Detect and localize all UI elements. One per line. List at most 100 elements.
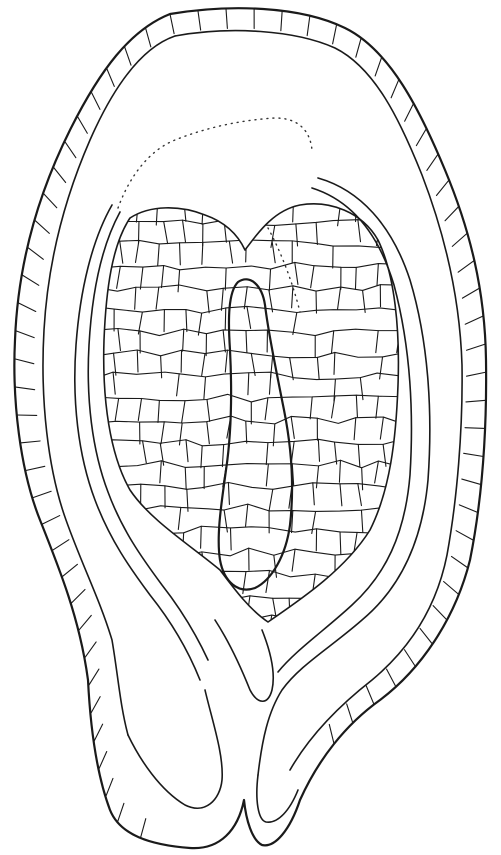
cell-wall — [113, 596, 114, 618]
cell-wall — [183, 220, 186, 242]
cell-wall — [182, 401, 185, 423]
cell-wall — [207, 399, 210, 421]
micropyle-lobe-right — [257, 775, 298, 822]
cell-wall — [115, 398, 118, 420]
cell-wall — [292, 549, 295, 571]
cell-wall — [313, 483, 315, 505]
cell-wall — [329, 724, 334, 743]
cell-wall — [22, 275, 39, 286]
cell-wall — [164, 222, 168, 244]
cell-wall — [89, 619, 93, 641]
cell-wall — [459, 505, 477, 513]
cell-wall — [401, 220, 405, 242]
cell-wall — [14, 359, 33, 364]
cell-wall — [178, 270, 180, 292]
cell-wall — [161, 266, 163, 288]
cell-wall — [355, 267, 356, 289]
cell-wall — [458, 260, 474, 272]
cell-wall — [140, 267, 143, 289]
cell-wall — [183, 556, 186, 578]
cell-wall — [186, 440, 188, 462]
cell-wall — [204, 377, 206, 399]
cell-wall — [93, 397, 94, 419]
cell-wall — [202, 552, 205, 574]
cell-wall — [20, 441, 40, 443]
cell-wall — [247, 620, 249, 642]
cell-wall — [185, 467, 186, 489]
cell-wall — [347, 704, 353, 723]
cell-wall — [77, 116, 87, 133]
cell-wall — [90, 330, 91, 352]
cell-wall — [170, 14, 174, 34]
cell-wall — [114, 467, 118, 489]
cell-wall — [356, 38, 361, 57]
cell-wall — [135, 287, 136, 309]
cell-wall — [136, 200, 138, 222]
cell-wall — [94, 307, 95, 329]
cell-wall — [312, 511, 316, 533]
cell-wall — [98, 486, 99, 508]
cell-wall — [316, 466, 318, 488]
cell-wall — [354, 418, 356, 440]
cell-wall — [224, 220, 226, 242]
cell-wall — [397, 466, 399, 488]
cell-wall — [117, 803, 123, 822]
cell-wall — [405, 650, 416, 667]
cell-wall — [416, 128, 426, 145]
cell-wall — [179, 423, 182, 445]
cell-wall — [451, 556, 467, 567]
cell-wall — [293, 313, 297, 335]
cell-wall — [467, 344, 486, 350]
cell-wall — [53, 167, 65, 183]
cell-wall — [198, 596, 202, 618]
cell-wall — [161, 356, 162, 378]
cell-wall — [387, 669, 396, 687]
cell-wall — [27, 247, 43, 259]
cell-wall — [462, 479, 481, 484]
cell-wall — [198, 10, 201, 30]
cell-row — [93, 615, 400, 621]
cell-wall — [93, 200, 95, 222]
cell-wall — [184, 199, 186, 221]
cell-wall — [358, 444, 360, 466]
cell-wall — [462, 288, 479, 298]
cell-wall — [377, 264, 378, 286]
cell-wall — [338, 287, 341, 309]
cell-wall — [124, 46, 131, 65]
cell-wall — [225, 268, 226, 290]
micropyle-lobe-left — [128, 690, 222, 808]
cell-wall — [339, 460, 340, 482]
cell-wall — [229, 241, 232, 263]
cell-wall — [420, 628, 432, 644]
cell-wall — [466, 400, 486, 402]
cell-wall — [269, 269, 270, 291]
cell-wall — [332, 331, 334, 353]
cell-wall — [362, 468, 363, 490]
cell-wall — [401, 285, 402, 307]
cell-wall — [456, 531, 474, 541]
cell-wall — [201, 526, 202, 548]
cell-wall — [156, 287, 159, 309]
cell-wall — [140, 621, 141, 643]
cell-wall — [35, 220, 50, 233]
cell-wall — [223, 330, 225, 352]
cell-wall — [358, 484, 362, 506]
cell-wall — [340, 532, 341, 554]
cell-wall — [402, 200, 403, 222]
cell-wall — [65, 141, 76, 158]
inner-integument-inner — [278, 188, 411, 672]
cell-wall — [207, 291, 209, 313]
cell-wall — [94, 724, 103, 742]
cell-wall — [334, 352, 335, 374]
cell-wall — [465, 428, 485, 429]
cell-wall — [225, 350, 227, 372]
cell-wall — [180, 243, 181, 265]
cell-wall — [407, 504, 409, 526]
cell-wall — [361, 510, 362, 532]
cell-wall — [268, 615, 272, 637]
cell-wall — [452, 233, 467, 246]
cell-wall — [272, 241, 275, 263]
cell-wall — [289, 598, 290, 620]
cell-wall — [381, 198, 385, 220]
cell-wall — [310, 397, 312, 419]
